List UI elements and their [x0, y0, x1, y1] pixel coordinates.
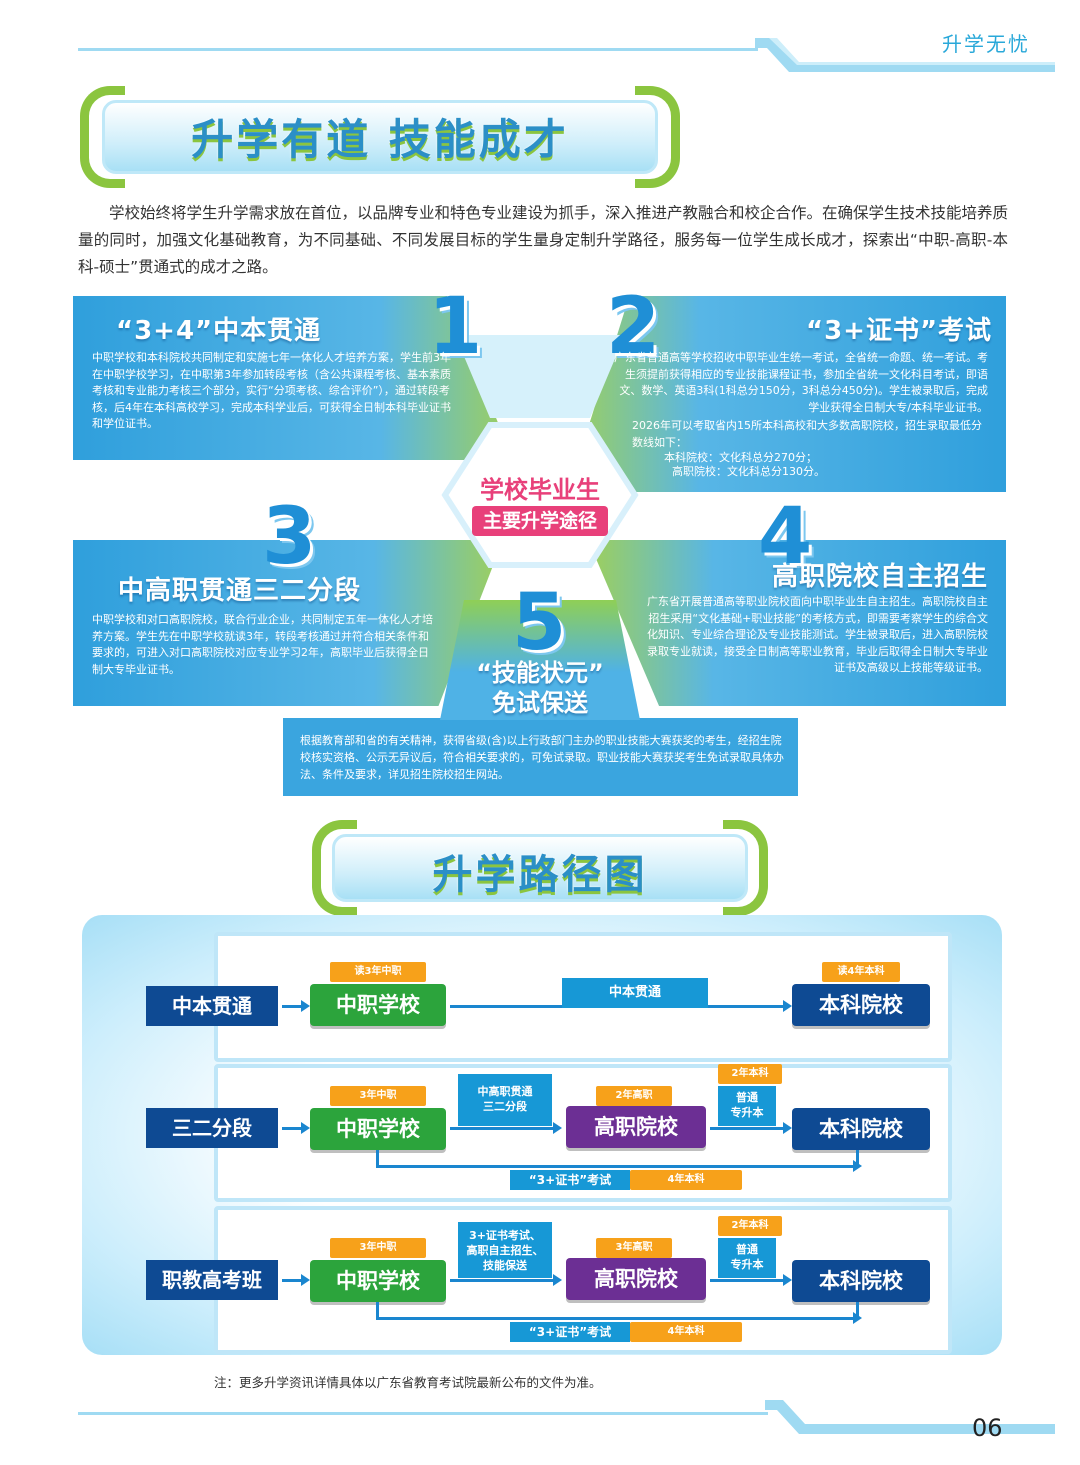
footnote: 注：更多升学资讯详情具体以广东省教育考试院最新公布的文件为准。 — [214, 1375, 602, 1390]
upgrade-label: 普通 专升本 — [718, 1238, 776, 1278]
route-arrow — [282, 1274, 310, 1286]
footer-rule — [78, 1412, 768, 1415]
path-panel-4 — [588, 540, 1006, 706]
footer-decoration — [765, 1400, 1055, 1434]
path-title-5a: “技能状元” — [476, 659, 604, 687]
dest-box: 本科院校 — [792, 1108, 930, 1150]
school-box: 中职学校 — [310, 1260, 446, 1302]
route-tag: 读4年本科 — [822, 962, 900, 982]
path-text-4: 广东省开展普通高等职业院校面向中职毕业生自主招生。高职院校自主招生采用“文化基础… — [647, 595, 988, 674]
header-rule — [78, 48, 758, 51]
path-title-5b: 免试保送 — [492, 689, 588, 717]
section-title-banner: 升学有道 技能成才 — [80, 86, 680, 188]
path-number-1: 1 — [428, 282, 483, 372]
route-branch-line — [376, 1150, 379, 1167]
intro-paragraph: 学校始终将学生升学需求放在首位，以品牌专业和特色专业建设为抓手，深入推进产教融合… — [78, 204, 1009, 276]
route-tag: 4年本科 — [630, 1322, 742, 1342]
route-arrow — [282, 1122, 310, 1134]
path-number-2: 2 — [606, 282, 661, 372]
route-tag: 读3年中职 — [330, 962, 426, 982]
route-branch-line — [856, 1150, 859, 1168]
route-arrow — [450, 1274, 562, 1286]
exam-label: “3+证书”考试 — [510, 1170, 630, 1190]
route-arrow — [282, 1000, 310, 1012]
college-box: 高职院校 — [566, 1106, 706, 1148]
path-panel-5 — [283, 718, 798, 796]
route-mid-label: 中高职贯通 三二分段 — [458, 1074, 552, 1126]
upgrade-label: 普通 专升本 — [718, 1086, 776, 1126]
route-tag: 2年本科 — [718, 1064, 782, 1084]
hub-subtitle: 主要升学途径 — [472, 506, 608, 536]
route-tag: 4年本科 — [630, 1170, 742, 1190]
route-branch-line — [376, 1302, 379, 1319]
path-panel-2 — [568, 296, 1006, 492]
path-title-4: 高职院校自主招生 — [772, 562, 989, 592]
path-panel-1 — [73, 296, 513, 460]
path-panel-3 — [73, 540, 503, 706]
hub-title: 学校毕业生 — [480, 476, 600, 504]
path-text-2: 广东省普通高等学校招收中职毕业生统一考试，全省统一命题、统一考试。考生须提前获得… — [614, 351, 988, 414]
header-decoration — [755, 38, 1055, 72]
path-number-4: 4 — [758, 492, 813, 582]
path-title-5: “技能状元” 免试保送 — [450, 658, 630, 718]
school-box: 中职学校 — [310, 984, 446, 1026]
route-mid-label: 中本贯通 — [562, 978, 708, 1008]
route-map-banner: 升学路径图 — [312, 820, 768, 916]
route-source-1: 中本贯通 — [146, 986, 278, 1026]
path-text-2b: 2026年可以考取省内15所本科高校和大多数高职院校，招生录取最低分数线如下： — [632, 419, 982, 449]
college-box: 高职院校 — [566, 1258, 706, 1300]
path-text-2d: 高职院校：文化科总分130分。 — [672, 465, 825, 478]
route-arrow — [710, 1274, 792, 1286]
route-source-3: 职教高考班 — [146, 1260, 278, 1300]
school-box: 中职学校 — [310, 1108, 446, 1150]
route-arrow — [376, 1160, 862, 1172]
route-arrow — [376, 1312, 862, 1324]
path-number-3: 3 — [262, 492, 317, 582]
header-title: 升学无忧 — [942, 32, 1030, 56]
route-arrow — [450, 1122, 562, 1134]
route-source-2: 三二分段 — [146, 1108, 278, 1148]
path-text-2c: 本科院校：文化科总分270分； — [664, 451, 817, 464]
route-map-title: 升学路径图 — [432, 852, 648, 898]
route-tag: 2年本科 — [718, 1216, 782, 1236]
exam-label: “3+证书”考试 — [510, 1322, 630, 1342]
route-tag: 3年中职 — [330, 1086, 426, 1106]
route-arrow — [710, 1122, 792, 1134]
path-title-3: 中高职贯通三二分段 — [118, 576, 362, 606]
dest-box: 本科院校 — [792, 984, 930, 1026]
path-text-5: 根据教育部和省的有关精神，获得省级(含)以上行政部门主办的职业技能大赛获奖的考生… — [300, 734, 784, 781]
route-tag: 2年高职 — [596, 1086, 672, 1106]
path-title-2: “3+证书”考试 — [806, 316, 993, 346]
path-text-3: 中职学校和对口高职院校，联合行业企业，共同制定五年一体化人才培养方案。学生先在中… — [92, 613, 433, 676]
page-number: 06 — [972, 1414, 1003, 1442]
dest-box: 本科院校 — [792, 1260, 930, 1302]
route-branch-line — [856, 1302, 859, 1320]
route-tag: 3年中职 — [330, 1238, 426, 1258]
hub-top-shape — [455, 335, 625, 418]
route-tag: 3年高职 — [596, 1238, 672, 1258]
path-text-1: 中职学校和本科院校共同制定和实施七年一体化人才培养方案，学生前3年在中职学校学习… — [92, 351, 451, 430]
path-number-5: 5 — [512, 578, 567, 668]
path-panel-5-top — [440, 600, 640, 720]
path-title-1: “3+4”中本贯通 — [116, 316, 322, 346]
section-title: 升学有道 技能成才 — [191, 115, 569, 164]
route-mid-label: 3+证书考试、 高职自主招生、 技能保送 — [458, 1222, 552, 1278]
